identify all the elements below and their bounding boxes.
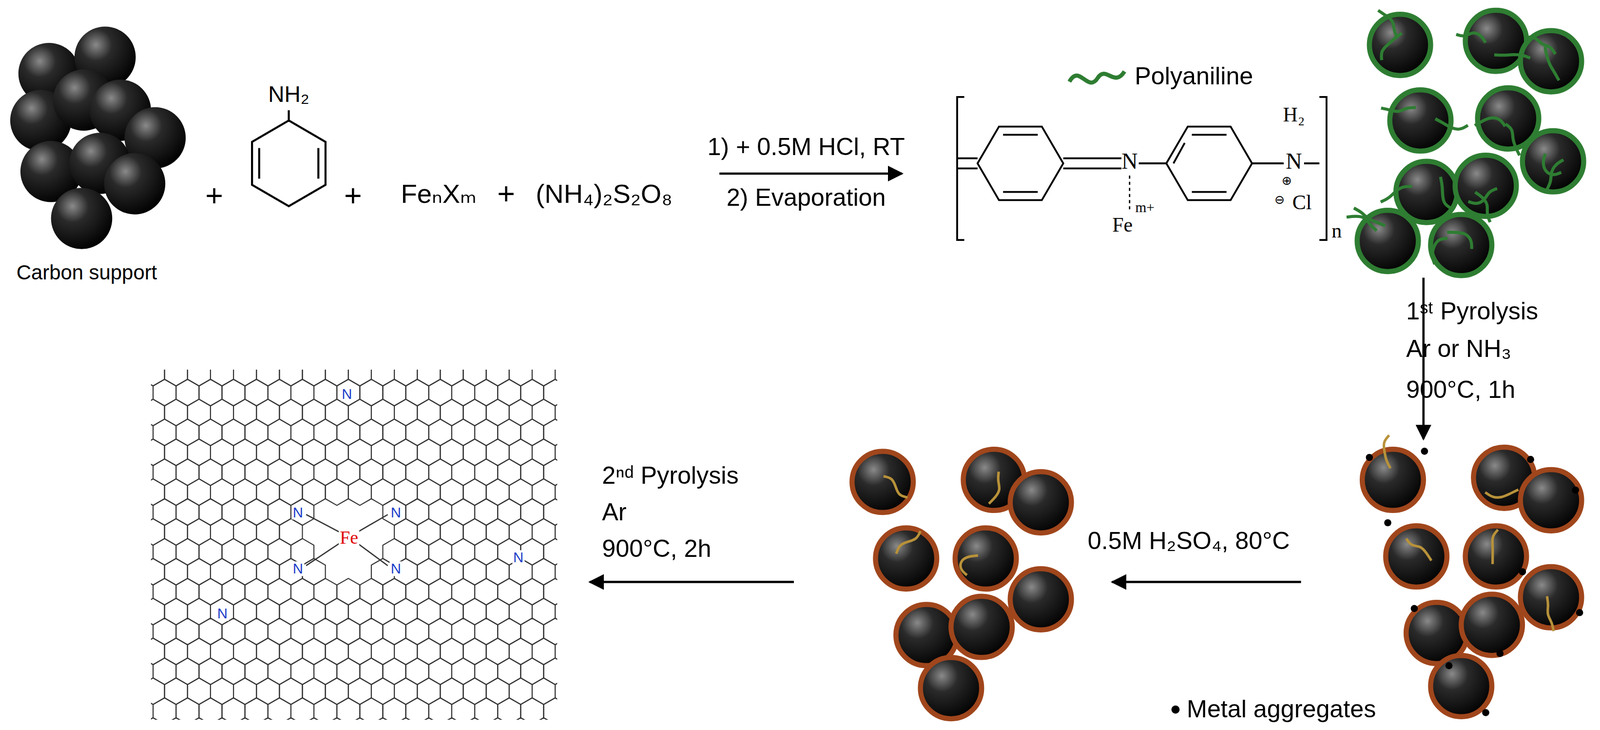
carbon-support [10,26,186,249]
fe-n4-bonds [306,514,388,566]
atom-label: N [340,386,353,402]
structure-label: ⊕ [1281,173,1292,188]
scheme-label: Ar [601,498,627,526]
graphene-lattice [151,369,558,720]
atom-label: N [291,504,305,520]
polyaniline-structure [957,96,1327,240]
structure-label: N [1121,148,1138,174]
atom-label: N [512,550,525,565]
pani-coated-carbon [1346,10,1584,276]
structure-label: H₂ [1282,102,1305,126]
atom-label: N [291,561,305,576]
scheme-label: 900°C, 2h [601,535,712,563]
legend-text: Metal aggregates [1186,695,1376,723]
scheme-label: + [344,178,363,213]
scheme-label: 0.5M H₂SO₄, 80°C [1087,527,1291,555]
process-arrows [589,173,1424,582]
scheme-label: FeₙXₘ [401,179,477,209]
legend-text: Polyaniline [1134,62,1254,90]
pyrolysed-carbon [1362,435,1583,717]
atom-label: Fe [338,528,360,548]
atom-label: N [389,504,403,520]
scheme-label: Ar or NH₃ [1406,335,1512,363]
scheme-label: 900°C, 1h [1406,376,1516,404]
scheme-label: 1) + 0.5M HCl, RT [707,133,905,161]
scheme-label: 2ⁿᵈ Pyrolysis [601,462,739,489]
structure-label: N [1285,148,1302,174]
aniline [251,110,326,207]
structure-label: ⊖ [1274,193,1285,208]
atom-label: N [216,606,229,621]
scheme-label: + [497,176,516,211]
legend-samples [1069,71,1180,714]
scheme-label: 2) Evaporation [726,184,887,212]
atom-label: N [389,561,403,576]
structure-label: m+ [1135,199,1155,215]
scheme-label: Carbon support [16,261,158,284]
scheme-label: (NH₄)₂S₂O₈ [535,179,673,209]
structure-label: Fe [1112,213,1133,236]
scheme-label: NH₂ [268,81,309,107]
structure-label: n [1331,219,1342,242]
structure-label: Cl [1292,191,1312,214]
scheme-label: 1ˢᵗ Pyrolysis [1406,297,1539,325]
scheme-label: + [205,178,224,213]
leached-carbon [851,448,1072,719]
